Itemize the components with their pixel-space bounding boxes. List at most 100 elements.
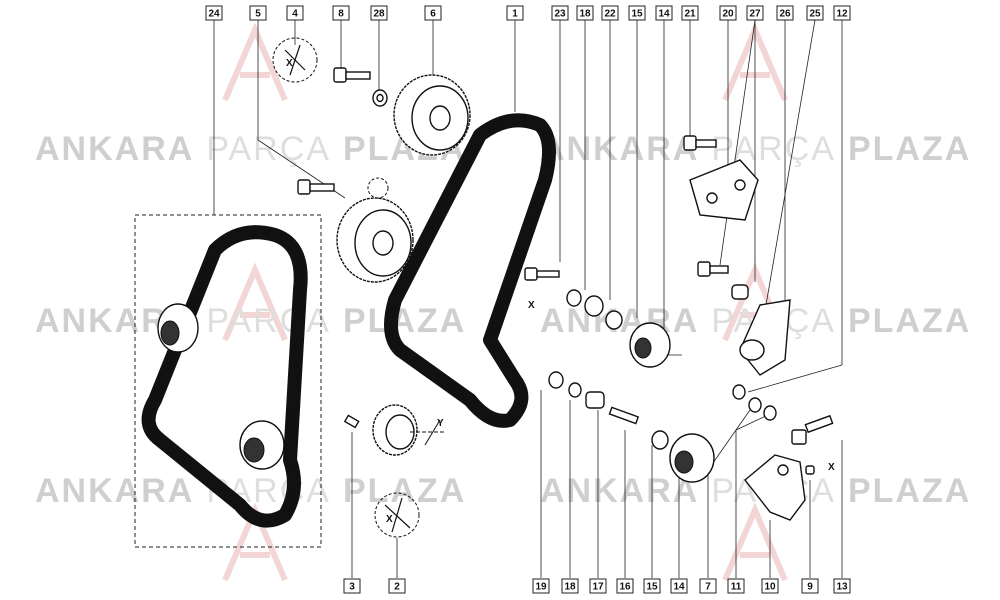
top-callout-box <box>576 5 594 21</box>
bottom-callout-box <box>761 578 779 594</box>
bottom-callout-box <box>801 578 819 594</box>
detail-axis-x-label: X <box>386 514 393 525</box>
nut-19 <box>548 371 564 389</box>
washer-15-lower <box>651 430 669 450</box>
watermark-word-3: PLAZA <box>343 302 466 340</box>
stud-16 <box>608 406 640 425</box>
camshaft-sprocket-upper <box>393 74 471 156</box>
axis-y-label: Y <box>437 418 444 429</box>
bottom-callout-box <box>561 578 579 594</box>
top-callout-box <box>551 5 569 21</box>
top-callout-box <box>332 5 350 21</box>
main-timing-belt <box>384 113 556 428</box>
camshaft-sprocket-lower <box>336 197 414 283</box>
top-callout-box <box>286 5 304 21</box>
washer-28 <box>372 89 388 107</box>
top-callout-box <box>205 5 223 21</box>
top-callout-label: 15 <box>631 9 643 20</box>
kit-dashed-box <box>134 214 322 548</box>
bolt-13 <box>791 414 834 445</box>
top-callout-label: 28 <box>373 9 385 20</box>
washer-11 <box>763 405 777 421</box>
bottom-callout-box <box>670 578 688 594</box>
top-callout-label: 1 <box>512 9 518 20</box>
watermark-word-2: PARÇA <box>206 302 331 340</box>
bottom-callout-box <box>727 578 745 594</box>
bottom-callout-box <box>833 578 851 594</box>
spacer-17 <box>585 391 605 409</box>
bottom-callout-box <box>616 578 634 594</box>
bottom-callout-label: 17 <box>592 582 604 593</box>
top-callout-box <box>655 5 673 21</box>
watermark-word-1: ANKARA <box>35 472 194 510</box>
stud-axis-x-label: X <box>528 300 535 311</box>
top-callout-box <box>370 5 388 21</box>
bottom-callout-box <box>643 578 661 594</box>
tensioner-arm-25 <box>739 299 791 376</box>
bottom-callout-label: 16 <box>619 582 631 593</box>
top-callout-label: 6 <box>430 9 436 20</box>
washer-7 <box>748 397 762 413</box>
top-callout-label: 20 <box>722 9 734 20</box>
detail-axis-x-label: X <box>286 58 293 69</box>
top-callout-box <box>628 5 646 21</box>
top-callout-label: 22 <box>604 9 616 20</box>
tensioner-bracket-10 <box>744 454 806 521</box>
bolt-9: X <box>805 462 835 475</box>
bottom-callout-label: 13 <box>836 582 848 593</box>
top-callout-label: 12 <box>836 9 848 20</box>
top-callout-label: 21 <box>684 9 696 20</box>
top-callout-box <box>806 5 824 21</box>
stud-23: X <box>524 267 560 311</box>
bracket-20 <box>689 159 759 221</box>
bolt-sprocket-lower <box>297 179 335 195</box>
bottom-callout-box <box>699 578 717 594</box>
bottom-callout-box <box>388 578 406 594</box>
washer-12 <box>732 384 746 400</box>
top-callout-box <box>719 5 737 21</box>
top-callout-label: 26 <box>779 9 791 20</box>
top-callout-box <box>424 5 442 21</box>
top-callout-box <box>776 5 794 21</box>
top-callout-label: 27 <box>749 9 761 20</box>
watermark-word-1: ANKARA <box>540 130 699 168</box>
bolt-8 <box>333 67 371 83</box>
tensioner-roller-14-lower <box>669 433 715 483</box>
bottom-callout-label: 2 <box>394 582 400 593</box>
watermark-word-1: ANKARA <box>540 472 699 510</box>
watermark-word-2: PARÇA <box>711 130 836 168</box>
top-callout-label: 18 <box>579 9 591 20</box>
idler-roller-14-upper <box>629 322 671 368</box>
detail-view-4: X <box>272 37 318 83</box>
washer-18-lower <box>568 382 582 398</box>
washer-22 <box>584 295 604 317</box>
top-callout-label: 25 <box>809 9 821 20</box>
top-callout-label: 5 <box>255 9 261 20</box>
key-3 <box>343 414 360 429</box>
kit-idler-roller <box>157 303 199 353</box>
bottom-callout-label: 10 <box>764 582 776 593</box>
washer-15-upper <box>605 310 623 330</box>
watermark-word-3: PLAZA <box>343 472 466 510</box>
watermark-word-3: PLAZA <box>848 472 971 510</box>
bottom-callout-label: 15 <box>646 582 658 593</box>
top-callout-label: 14 <box>658 9 670 20</box>
leader-lines <box>213 19 843 578</box>
bushing-26 <box>731 284 749 300</box>
detail-view-2: X <box>374 492 420 538</box>
top-callout-label: 24 <box>208 9 220 20</box>
kit-tensioner-roller <box>239 420 285 470</box>
bottom-callout-box <box>532 578 550 594</box>
kit-timing-belt <box>141 225 308 528</box>
washer-18-upper <box>566 289 582 307</box>
top-callout-box <box>833 5 851 21</box>
sprocket-key-detail <box>367 177 389 199</box>
top-callout-label: 8 <box>338 9 344 20</box>
